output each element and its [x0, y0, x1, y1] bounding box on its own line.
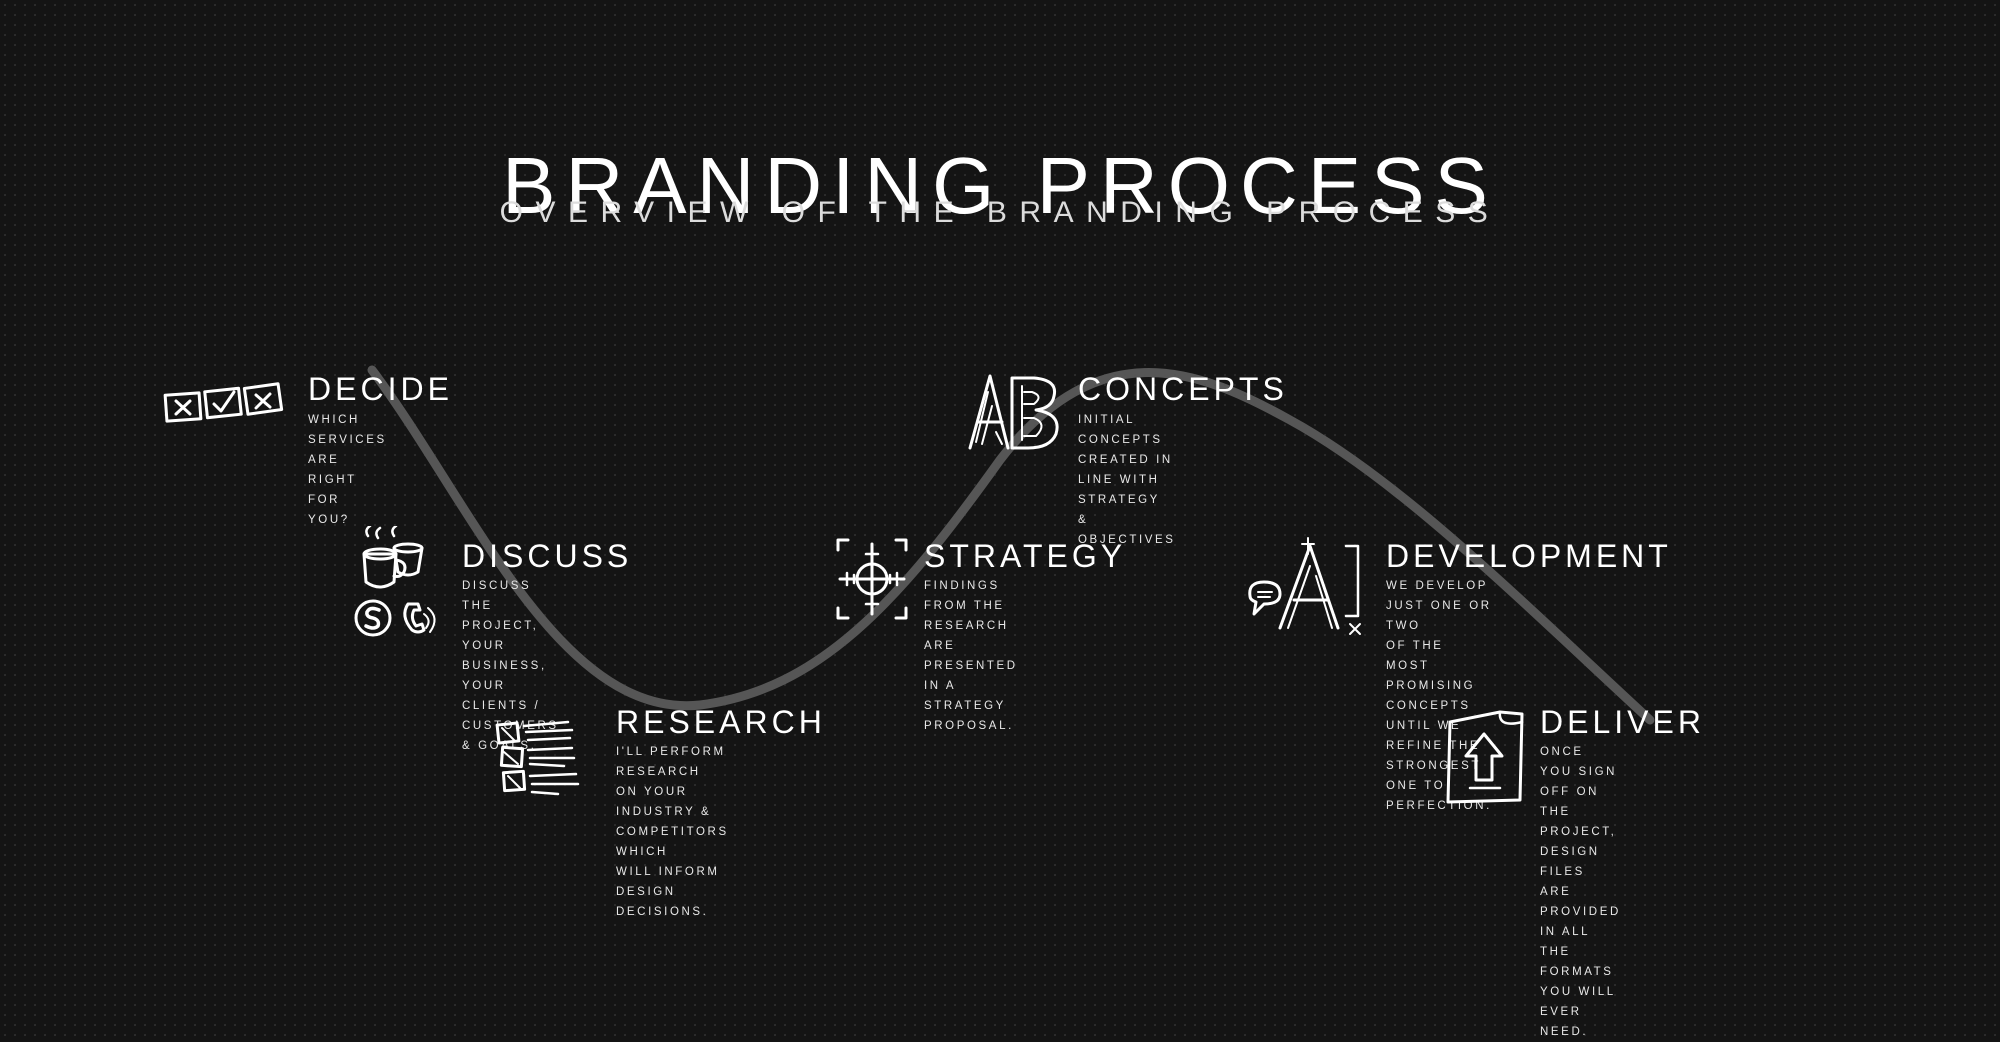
- step-deliver-text: Once you sign off on the project, design…: [1540, 746, 1621, 1038]
- step-concepts-title: CONCEPTS: [1078, 371, 1288, 407]
- crosshair-icon: [834, 536, 910, 627]
- step-decide-text: Which services are right for you?: [308, 414, 387, 526]
- step-development-text: We develop just one or two of the most p…: [1386, 580, 1492, 812]
- step-strategy-title: STRATEGY: [924, 538, 1127, 574]
- step-strategy-text: Findings from the research are presented…: [924, 580, 1018, 732]
- step-discuss-text: Discuss the project, your business, your…: [462, 580, 559, 752]
- step-decide-title: DECIDE: [308, 371, 453, 407]
- notes-list-icon: [494, 718, 598, 809]
- upload-document-icon: [1444, 708, 1528, 809]
- page-subtitle: OVERVIEW OF THE BRANDING PROCESS: [499, 196, 1501, 229]
- ab-letters-icon: [966, 372, 1066, 457]
- step-development-title: DEVELOPMENT: [1386, 538, 1672, 574]
- step-research-title: RESEARCH: [616, 704, 826, 740]
- step-discuss-title: DISCUSS: [462, 538, 633, 574]
- letter-a-icon: [1246, 536, 1372, 651]
- checkbox-icon: [162, 378, 288, 433]
- step-concepts-text: Initial concepts created in line with st…: [1078, 414, 1176, 546]
- step-research-text: I'll perform research on your industry &…: [616, 746, 729, 918]
- step-deliver-title: DELIVER: [1540, 704, 1705, 740]
- process-curve: [367, 365, 1655, 725]
- coffee-cups-icon: [346, 524, 446, 649]
- page-title: BRANDING PROCESS: [502, 140, 1498, 230]
